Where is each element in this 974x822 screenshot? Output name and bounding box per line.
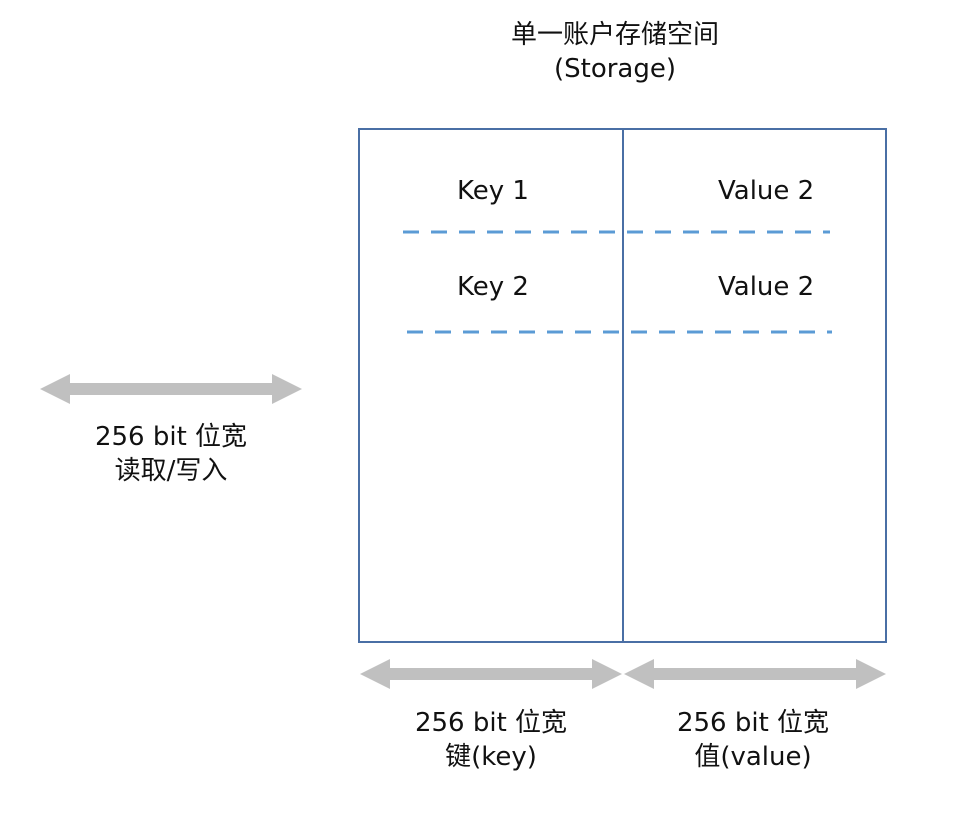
row-1-key: Key 1 <box>457 176 529 206</box>
read-write-width-label: 256 bit 位宽 读取/写入 <box>56 420 286 488</box>
value-width-double-arrow <box>624 659 886 689</box>
read-write-width-line-2: 读取/写入 <box>114 456 228 486</box>
title-line-1: 单一账户存储空间 <box>510 20 719 50</box>
value-width-line-2: 值(value) <box>694 742 812 772</box>
row-1-value: Value 2 <box>718 176 815 206</box>
row-2-key: Key 2 <box>457 272 529 302</box>
key-width-label: 256 bit 位宽 键(key) <box>376 706 606 774</box>
read-write-width-line-1: 256 bit 位宽 <box>94 422 248 452</box>
key-width-line-2: 键(key) <box>445 742 537 772</box>
value-width-label: 256 bit 位宽 值(value) <box>638 706 868 774</box>
key-width-line-1: 256 bit 位宽 <box>414 708 568 738</box>
value-width-line-1: 256 bit 位宽 <box>676 708 830 738</box>
key-width-double-arrow <box>360 659 622 689</box>
left-double-arrow <box>40 374 302 404</box>
diagram-title: 单一账户存储空间 (Storage) <box>415 18 815 86</box>
title-line-2: (Storage) <box>553 54 676 84</box>
row-2-value: Value 2 <box>718 272 815 302</box>
